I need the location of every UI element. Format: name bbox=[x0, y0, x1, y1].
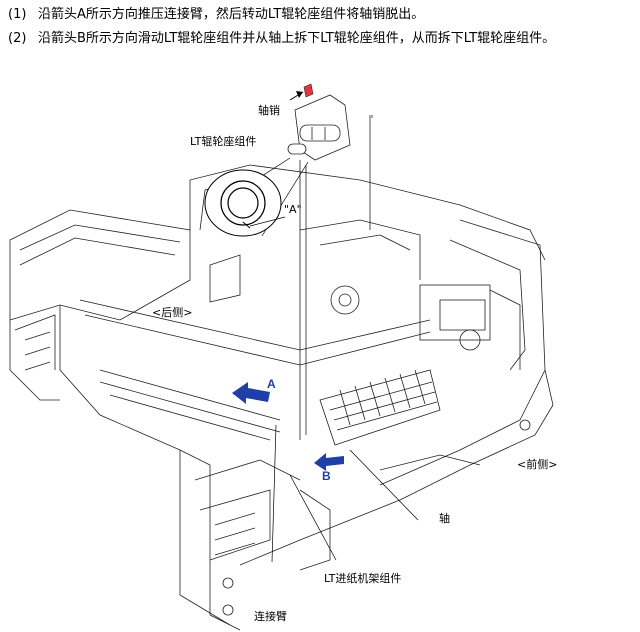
arrow-b-label: B bbox=[322, 469, 331, 483]
callout-detail-a: "A" bbox=[284, 203, 302, 216]
machine-body bbox=[9, 164, 554, 631]
step-number: (2) bbox=[8, 31, 27, 46]
pin-marker bbox=[303, 83, 314, 98]
arrow-a: A bbox=[232, 377, 276, 404]
callout-paper-tray: LT进纸机架组件 bbox=[324, 571, 401, 585]
arrow-b: B bbox=[314, 453, 344, 483]
detail-a-circle bbox=[204, 169, 286, 237]
roller-holder-inset bbox=[227, 83, 351, 237]
instruction-step-2: (2) 沿箭头B所示方向滑动LT辊轮座组件并从轴上拆下LT辊轮座组件，从而拆下LT… bbox=[8, 30, 633, 48]
callout-shaft: 轴 bbox=[439, 511, 450, 525]
guide-lines bbox=[299, 115, 373, 440]
callout-roller-holder: LT辊轮座组件 bbox=[190, 134, 256, 148]
instruction-step-1: (1) 沿箭头A所示方向推压连接臂，然后转动LT辊轮座组件将轴销脱出。 bbox=[8, 6, 424, 24]
disassembly-illustration: A B 轴销 LT辊轮座组件 "A" <后侧> <前侧> 轴 LT进纸机架组件 … bbox=[9, 83, 557, 631]
callout-front-side: <前侧> bbox=[517, 457, 557, 471]
callout-pin: 轴销 bbox=[258, 103, 280, 117]
callout-link-arm: 连接臂 bbox=[254, 610, 287, 623]
step-text: 沿箭头B所示方向滑动LT辊轮座组件并从轴上拆下LT辊轮座组件，从而拆下LT辊轮座… bbox=[38, 31, 556, 46]
step-text: 沿箭头A所示方向推压连接臂，然后转动LT辊轮座组件将轴销脱出。 bbox=[38, 7, 425, 22]
arrow-a-label: A bbox=[267, 377, 276, 391]
step-number: (1) bbox=[8, 7, 27, 22]
callout-rear-side: <后侧> bbox=[152, 306, 192, 319]
callout-leaders bbox=[271, 424, 419, 563]
